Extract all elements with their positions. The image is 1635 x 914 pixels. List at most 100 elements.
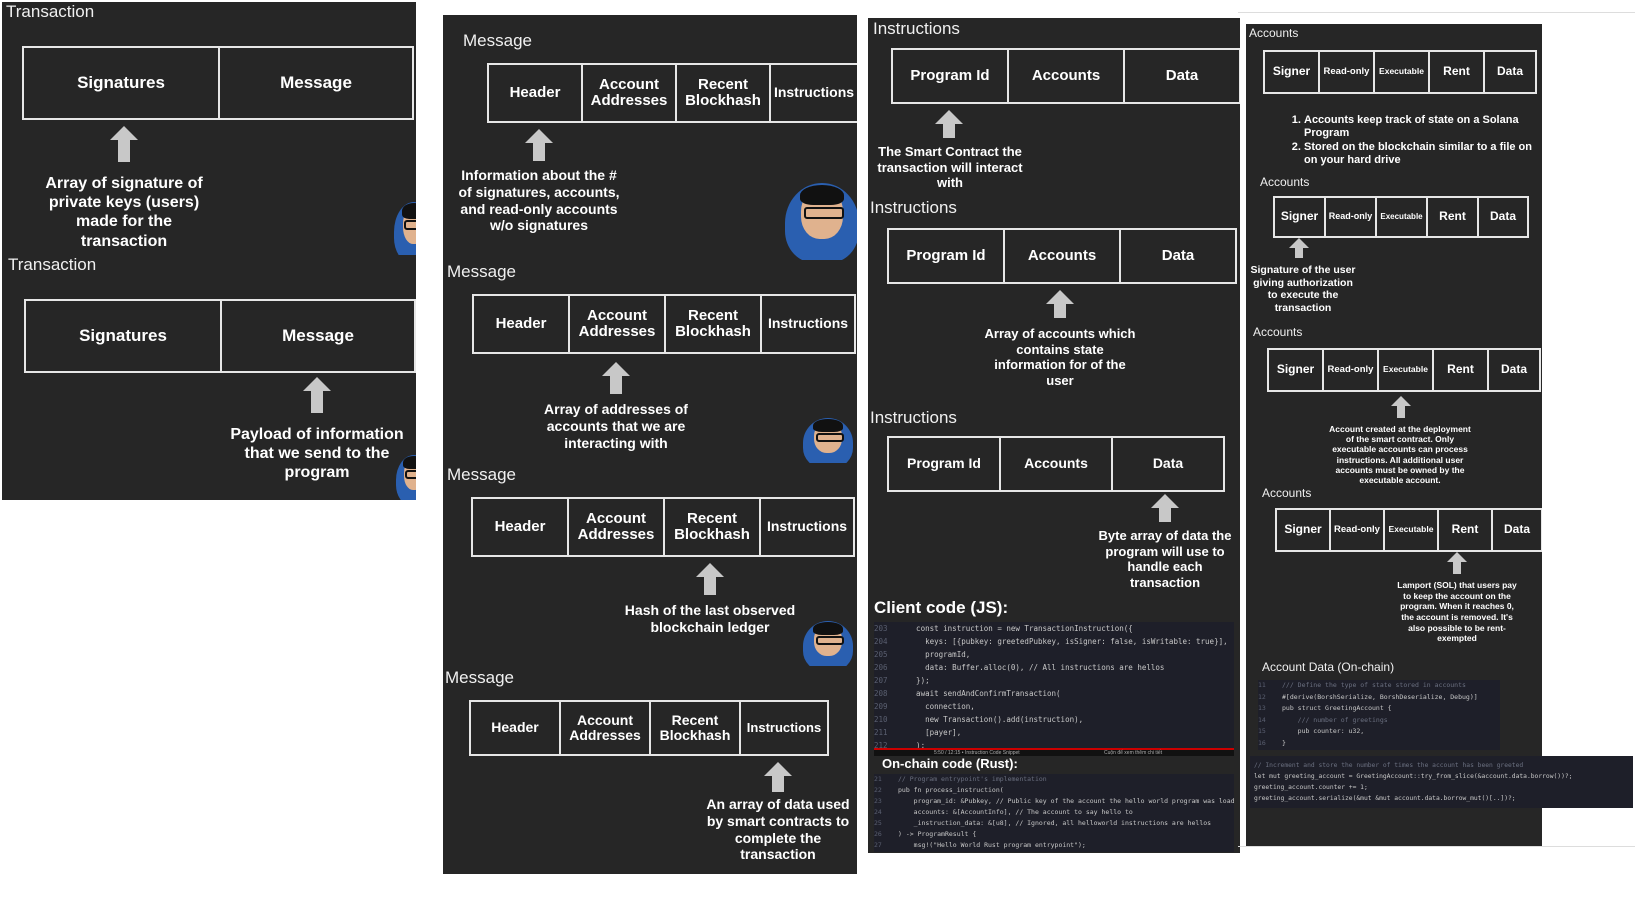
code-text: #[derive(BorshSerialize, BorshDeserializ…	[1282, 692, 1478, 701]
account-addresses-cell: Account Addresses	[561, 702, 651, 754]
blockhash-caption: Hash of the last observed blockchain led…	[624, 602, 796, 635]
transaction-panel-2: Transaction Signatures Message Payload o…	[2, 255, 416, 500]
accounts-structure: Signer Read-only Executable Rent Data	[1273, 196, 1529, 238]
account-update-code: // Increment and store the number of tim…	[1250, 756, 1633, 808]
presenter-avatar	[394, 202, 416, 257]
line-number: 16	[1258, 738, 1266, 747]
panel-title: Accounts	[1260, 175, 1310, 189]
code-text: }	[1282, 738, 1286, 747]
accounts-panel-1: Accounts Signer Read-only Executable Ren…	[1246, 24, 1542, 174]
line-number: 12	[1258, 692, 1266, 701]
presenter-avatar	[803, 418, 853, 463]
account-addresses-cell: Account Addresses	[570, 296, 666, 352]
line-number: 22	[874, 786, 882, 794]
signer-cell: Signer	[1277, 510, 1331, 550]
line-number: 26	[874, 830, 882, 838]
list-item: Stored on the blockchain similar to a fi…	[1304, 141, 1534, 168]
onchain-code-title: On-chain code (Rust):	[882, 756, 1018, 771]
accounts-caption: Array of accounts which contains state i…	[984, 326, 1136, 388]
code-text: // Program entrypoint's implementation	[898, 775, 1047, 783]
signer-cell: Signer	[1269, 350, 1324, 390]
rent-cell: Rent	[1430, 52, 1485, 92]
executable-caption: Account created at the deployment of the…	[1329, 424, 1471, 485]
instructions-panel-2: Instructions Program Id Accounts Data Ar…	[868, 198, 1240, 398]
panel-title: Accounts	[1249, 26, 1299, 40]
code-line: 16}	[1258, 738, 1500, 750]
panel-title: Message	[447, 465, 516, 484]
account-data-title: Account Data (On-chain)	[1262, 660, 1395, 674]
line-number: 21	[874, 775, 882, 783]
signer-caption: Signature of the user giving authorizati…	[1250, 264, 1356, 314]
video-controls: 5:50 / 12:15 • Instruction Code Snippet …	[874, 750, 1234, 756]
line-number: 203	[874, 624, 888, 633]
message-panel-4: Message Header Account Addresses Recent …	[443, 666, 857, 874]
accounts-panel-4: Accounts Signer Read-only Executable Ren…	[1246, 484, 1542, 650]
message-cell: Message	[280, 72, 352, 92]
data-cell: Data	[1165, 66, 1199, 84]
program-id-cell: Program Id	[889, 230, 1005, 282]
code-text: accounts: &[AccountInfo], // The account…	[898, 808, 1133, 816]
video-hint: Cuộn để xem thêm chi tiết	[1104, 750, 1163, 756]
rent-cell: Rent	[1439, 510, 1493, 550]
account-data-panel: Account Data (On-chain) 11/// Define the…	[1246, 650, 1635, 846]
code-line: 11/// Define the type of state stored in…	[1258, 680, 1500, 692]
account-addresses-cell: Account Addresses	[569, 499, 665, 555]
data-cell: Data	[1489, 209, 1516, 224]
code-line: 12 #[derive(BorshSerialize, BorshDeserial…	[1258, 692, 1500, 704]
code-line: let mut greeting_account = GreetingAccou…	[1254, 773, 1573, 780]
recent-blockhash-cell: Recent Blockhash	[677, 65, 771, 121]
executable-cell: Executable	[1385, 510, 1439, 550]
code-text: /// number of greetings	[1282, 715, 1388, 724]
line-number: 13	[1258, 704, 1266, 712]
program-id-caption: The Smart Contract the transaction will …	[877, 144, 1023, 191]
code-line: 206 data: Buffer.alloc(0), // All instru…	[874, 661, 1234, 674]
data-caption: Byte array of data the program will use …	[1098, 528, 1232, 590]
code-text: /// Define the type of state stored in a…	[1282, 681, 1466, 689]
accounts-structure: Signer Read-only Executable Rent Data	[1275, 508, 1542, 552]
presenter-avatar	[785, 183, 857, 260]
instructions-cell: Instructions	[767, 315, 849, 332]
panel-title: Accounts	[1262, 486, 1312, 500]
code-line: 211 [payer],	[874, 726, 1234, 739]
video-progress-bar[interactable]	[874, 748, 1234, 750]
message-structure: Header Account Addresses Recent Blockhas…	[472, 294, 856, 354]
code-line: 210 new Transaction().add(instruction),	[874, 713, 1234, 726]
signer-cell: Signer	[1265, 52, 1320, 92]
executable-cell: Executable	[1377, 198, 1428, 236]
instructions-panel-1: Instructions Program Id Accounts Data Th…	[868, 18, 1240, 202]
message-structure: Header Account Addresses Recent Blockhas…	[487, 63, 857, 123]
read-only-cell: Read-only	[1331, 510, 1385, 550]
code-text: const instruction = new TransactionInstr…	[898, 624, 1133, 633]
panel-title: Accounts	[1253, 325, 1303, 339]
message-structure: Header Account Addresses Recent Blockhas…	[471, 497, 855, 557]
line-number: 15	[1258, 727, 1266, 735]
message-caption: Payload of information that we send to t…	[230, 426, 404, 482]
recent-blockhash-cell: Recent Blockhash	[665, 499, 761, 555]
read-only-cell: Read-only	[1326, 198, 1377, 236]
presenter-avatar	[803, 621, 853, 666]
code-line: 14 /// number of greetings	[1258, 715, 1500, 727]
accounts-structure: Signer Read-only Executable Rent Data	[1263, 50, 1537, 94]
panel-title: Transaction	[6, 2, 95, 21]
accounts-cell: Accounts	[1009, 50, 1125, 102]
message-panel-3: Message Header Account Addresses Recent …	[443, 463, 857, 666]
data-cell: Data	[1496, 64, 1523, 79]
message-cell: Message	[282, 325, 354, 345]
message-panel-1: Message Header Account Addresses Recent …	[443, 15, 857, 260]
data-cell: Data	[1500, 362, 1527, 377]
line-number: 210	[874, 715, 888, 724]
code-text: pub counter: u32,	[1282, 727, 1365, 735]
header-caption: Information about the # of signatures, a…	[458, 167, 620, 234]
line-number: 23	[874, 797, 882, 805]
accounts-description-list: Accounts keep track of state on a Solana…	[1284, 114, 1534, 168]
data-cell: Data	[1152, 455, 1184, 472]
code-text: pub fn process_instruction(	[898, 786, 1004, 794]
rent-cell: Rent	[1428, 198, 1479, 236]
executable-cell: Executable	[1379, 350, 1434, 390]
code-line: greeting_account.serialize(&mut &mut acc…	[1254, 795, 1516, 802]
instructions-structure: Program Id Accounts Data	[887, 228, 1237, 284]
instructions-structure: Program Id Accounts Data	[887, 436, 1225, 492]
panel-title: Message	[447, 262, 516, 281]
code-line: 24 accounts: &[AccountInfo], // The acco…	[874, 807, 1234, 818]
